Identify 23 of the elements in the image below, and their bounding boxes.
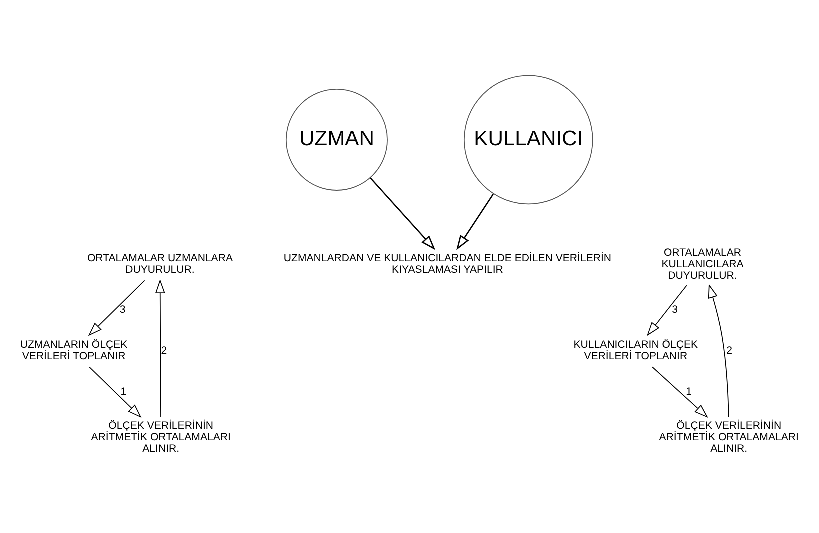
edge-label: 3 <box>672 304 678 316</box>
node-text: UZMANLARDAN VE KULLANICILARDAN ELDE EDİLEN VERİLERİN KIYASLAMASI YAPILIR <box>284 252 612 276</box>
node-text: ORTALAMALAR KULLANICILARA DUYURULUR. <box>662 246 744 282</box>
node-text: ÖLÇEK VERİLERİNİN ARİTMETİK ORTALAMALARI ALINIR. <box>659 420 799 454</box>
edge-label: 3 <box>120 304 126 316</box>
edge-label: 2 <box>726 344 732 356</box>
node-circle: KULLANICI <box>464 74 594 204</box>
edge-label: 1 <box>120 385 127 398</box>
arrow <box>456 194 494 250</box>
node-text: ORTALAMALAR UZMANLARA DUYURULUR. <box>87 252 233 276</box>
arrow <box>88 280 146 336</box>
node-circle: UZMAN <box>286 88 388 190</box>
arrow <box>155 278 166 418</box>
node-text: UZMANLARIN ÖLÇEK VERİLERİ TOPLANIR <box>20 338 128 362</box>
arrow <box>652 366 708 418</box>
edge-label: 1 <box>686 385 692 398</box>
arrow <box>370 177 436 250</box>
arrow <box>647 284 688 336</box>
edge-label: 2 <box>161 344 168 356</box>
node-text: ÖLÇEK VERİLERİNİN ARİTMETİK ORTALAMALARI ALINIR. <box>91 420 231 454</box>
arrow <box>708 284 730 417</box>
arrow <box>89 366 142 418</box>
node-text: KULLANICILARIN ÖLÇEK VERİLERİ TOPLANIR <box>574 338 698 362</box>
